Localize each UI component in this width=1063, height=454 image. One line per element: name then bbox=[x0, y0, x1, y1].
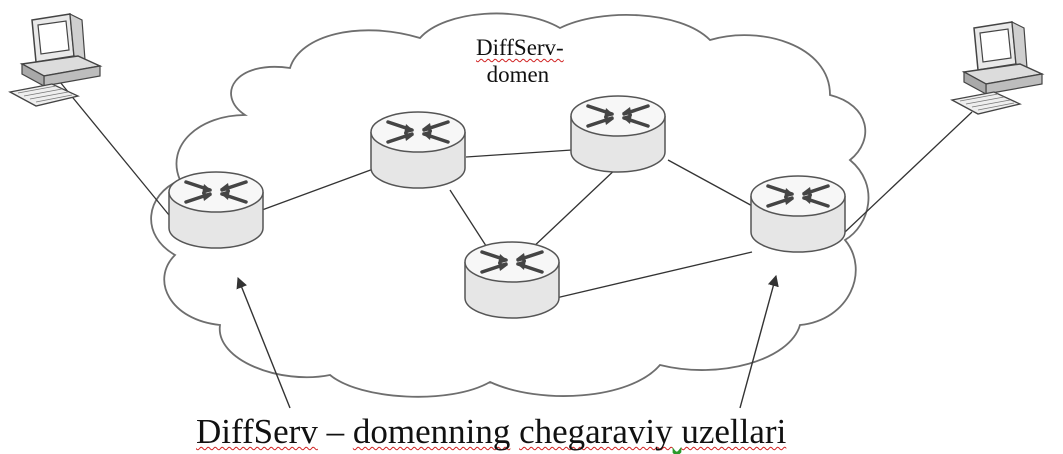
caption-domenning: domenning bbox=[352, 412, 511, 451]
computer-icon-right bbox=[951, 21, 1043, 115]
router-icon-center bbox=[463, 240, 561, 320]
diffserv-domain-cloud bbox=[150, 12, 870, 398]
domain-label-line2: domen bbox=[486, 62, 550, 87]
link-router-center-router-top-right bbox=[529, 164, 621, 251]
caption-diffserv: DiffServ bbox=[196, 412, 318, 451]
router-icon-top-left bbox=[369, 110, 467, 190]
link-router-center-router-right bbox=[555, 251, 753, 299]
link-router-right-pc-right bbox=[844, 111, 973, 233]
link-router-top-right-router-right bbox=[667, 159, 757, 209]
router-icon-left-edge bbox=[167, 170, 265, 250]
network-links bbox=[59, 81, 973, 299]
caption-space-1 bbox=[510, 412, 519, 451]
router-icon-right-edge bbox=[749, 174, 847, 254]
link-router-left-router-top-left bbox=[261, 167, 377, 211]
arrow-icon-right bbox=[739, 274, 779, 409]
computer-icon-left bbox=[9, 13, 101, 107]
caption-dash: – bbox=[317, 412, 353, 451]
link-pc-left-router-left bbox=[59, 81, 179, 227]
caption-chegaraviy: chegaraviy bbox=[519, 412, 673, 451]
domain-label: DiffServ- domen bbox=[476, 34, 564, 88]
caption: DiffServ – domenning chegaraviy uzellari bbox=[196, 412, 786, 452]
caption-uzellari: uzellari bbox=[681, 412, 787, 451]
domain-label-line1: DiffServ- bbox=[476, 35, 564, 60]
router-icon-top-right bbox=[569, 94, 667, 174]
arrow-icon-left bbox=[236, 276, 291, 409]
link-router-top-left-router-center bbox=[449, 189, 491, 253]
link-router-top-left-router-top-right bbox=[465, 149, 573, 158]
